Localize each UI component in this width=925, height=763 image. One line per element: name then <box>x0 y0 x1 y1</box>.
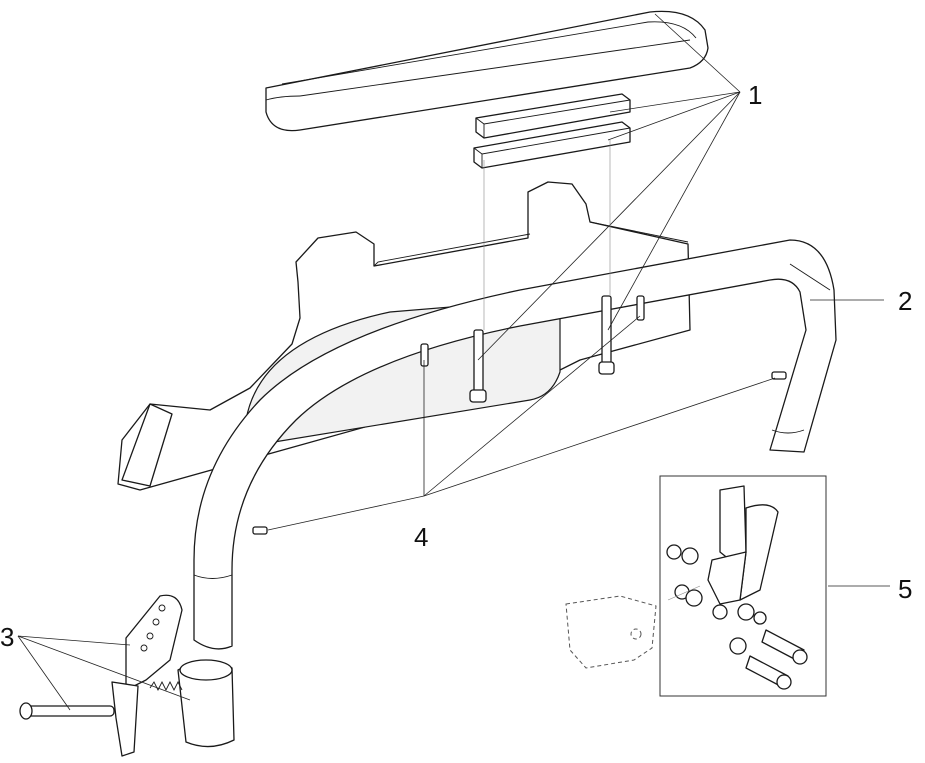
detail-box-5 <box>659 475 827 697</box>
callout-2: 2 <box>898 286 912 316</box>
callout-4: 4 <box>414 522 428 552</box>
armrest-pad <box>265 10 709 132</box>
alt-bracket-dashed <box>565 595 657 669</box>
callout-3: 3 <box>0 622 14 652</box>
spacer-block-lower <box>473 121 631 169</box>
frame-tube <box>193 239 837 650</box>
lower-bracket-assembly <box>19 594 235 757</box>
callout-1: 1 <box>748 80 762 110</box>
screws <box>252 295 787 535</box>
callout-5: 5 <box>898 574 912 604</box>
leader-lines <box>17 13 890 711</box>
spacer-block-upper <box>475 93 631 139</box>
